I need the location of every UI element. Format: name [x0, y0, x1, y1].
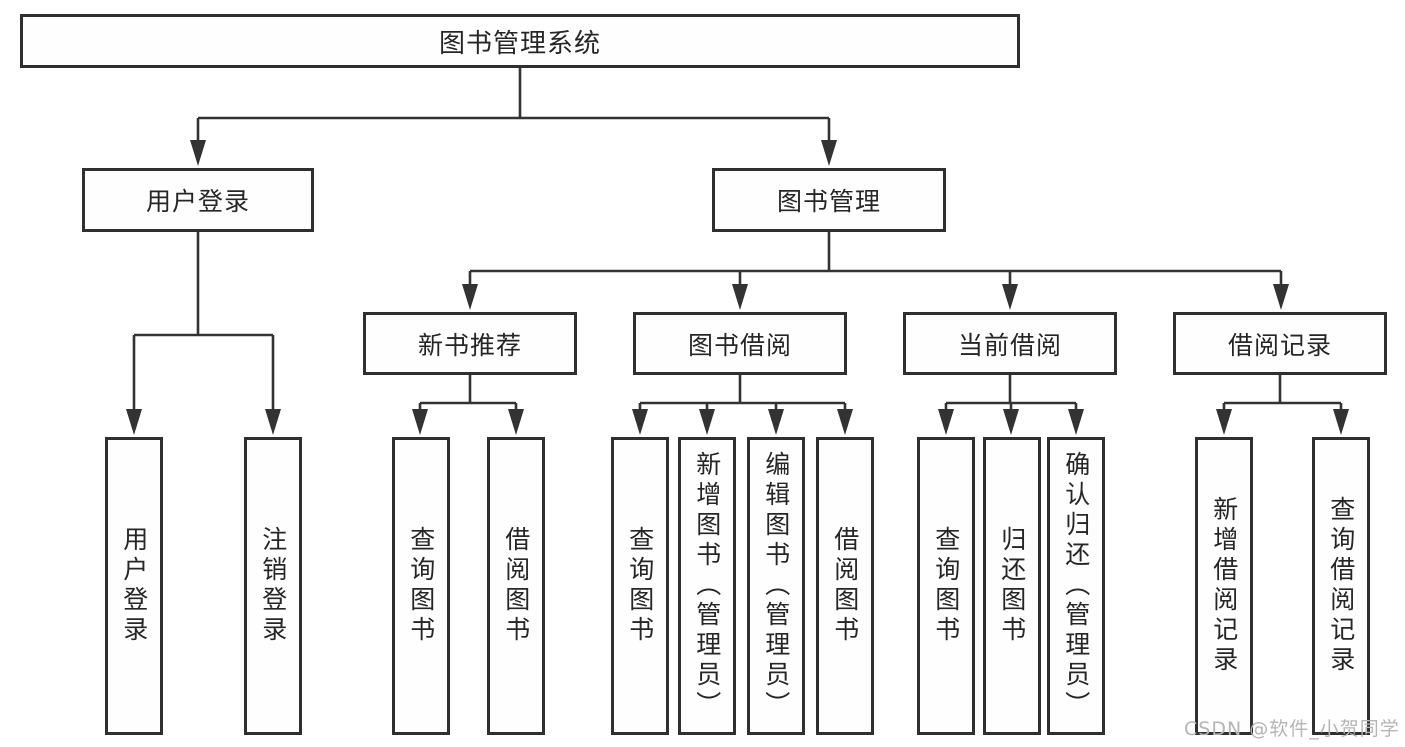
arrowhead — [1003, 409, 1019, 435]
leaf-label: 确认归还（管理员） — [1061, 451, 1091, 721]
leaf-label: 借阅图书 — [830, 526, 860, 646]
arrowhead — [768, 409, 784, 435]
arrowhead — [1333, 409, 1349, 435]
leaf-label: 编辑图书（管理员） — [761, 451, 791, 721]
csdn-watermark: CSDN @软件_小贺同学 — [1184, 718, 1400, 740]
arrowhead — [462, 284, 478, 310]
leaf-bb-borrow-books: 借阅图书 — [816, 437, 874, 735]
arrowhead — [837, 409, 853, 435]
arrowhead — [508, 409, 524, 435]
leaf-bb-query-books: 查询图书 — [611, 437, 669, 735]
connector-records-to-leaves — [1222, 375, 1343, 411]
leaf-br-query-record: 查询借阅记录 — [1312, 437, 1370, 735]
arrowhead — [126, 409, 142, 435]
leaf-logout: 注销登录 — [244, 437, 302, 735]
leaf-label: 新增图书（管理员） — [692, 451, 722, 721]
node-book-management: 图书管理 — [712, 168, 946, 232]
arrowhead — [1002, 284, 1018, 310]
arrowhead — [732, 284, 748, 310]
connector-current-to-leaves — [944, 375, 1078, 411]
arrowhead — [190, 140, 206, 166]
leaf-label: 用户登录 — [119, 526, 149, 646]
arrowhead — [632, 409, 648, 435]
arrowhead — [1068, 409, 1084, 435]
leaf-nbr-query-books: 查询图书 — [392, 437, 450, 735]
arrowhead — [821, 140, 837, 166]
node-user-login: 用户登录 — [82, 168, 314, 232]
connector-root-to-level2 — [196, 68, 831, 142]
leaf-label: 查询图书 — [625, 526, 655, 646]
connector-newbook-to-leaves — [418, 375, 518, 411]
connector-userlogin-to-leaves — [132, 232, 275, 411]
node-borrowing-records: 借阅记录 — [1173, 312, 1387, 375]
leaf-cb-query-books: 查询图书 — [917, 437, 975, 735]
node-current-borrowing: 当前借阅 — [903, 312, 1117, 375]
leaf-cb-confirm-return: 确认归还（管理员） — [1047, 437, 1105, 735]
leaf-user-login: 用户登录 — [105, 437, 163, 735]
leaf-nbr-borrow-books: 借阅图书 — [487, 437, 545, 735]
connector-borrowing-to-leaves — [638, 375, 847, 411]
leaf-bb-add-books: 新增图书（管理员） — [678, 437, 736, 735]
connector-bookmgmt-to-level3 — [468, 232, 1283, 286]
leaf-label: 查询借阅记录 — [1326, 496, 1356, 676]
leaf-label: 新增借阅记录 — [1209, 496, 1239, 676]
leaf-br-add-record: 新增借阅记录 — [1195, 437, 1253, 735]
arrowhead — [699, 409, 715, 435]
leaf-label: 归还图书 — [997, 526, 1027, 646]
leaf-label: 查询图书 — [406, 526, 436, 646]
node-new-book-recommend: 新书推荐 — [363, 312, 577, 375]
arrowhead — [1273, 284, 1289, 310]
leaf-cb-return-books: 归还图书 — [983, 437, 1041, 735]
arrowhead — [265, 409, 281, 435]
arrowhead — [1216, 409, 1232, 435]
node-root-library-system: 图书管理系统 — [20, 14, 1020, 68]
leaf-label: 借阅图书 — [501, 526, 531, 646]
arrowhead — [938, 409, 954, 435]
node-book-borrowing: 图书借阅 — [633, 312, 847, 375]
leaf-bb-edit-books: 编辑图书（管理员） — [747, 437, 805, 735]
leaf-label: 注销登录 — [258, 526, 288, 646]
leaf-label: 查询图书 — [931, 526, 961, 646]
arrowhead — [412, 409, 428, 435]
